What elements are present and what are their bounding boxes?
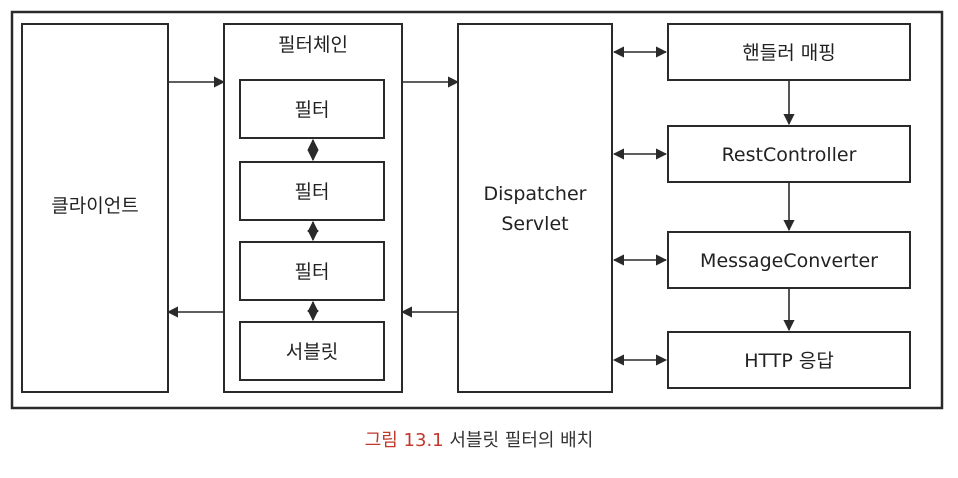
servlet-box	[239, 321, 385, 381]
servlet-label: 서블릿	[286, 341, 338, 363]
message-converter-label: MessageConverter	[700, 250, 878, 272]
dispatcher-servlet-box	[457, 23, 613, 393]
message-converter-box	[667, 231, 911, 289]
client-label: 클라이언트	[51, 195, 138, 217]
figure-number: 그림 13.1	[364, 430, 444, 451]
client-box	[21, 23, 169, 393]
http-response-label: HTTP 응답	[744, 350, 834, 372]
dispatcher-label-line1: Dispatcher	[484, 183, 587, 205]
rest-controller-label: RestController	[722, 144, 857, 166]
filter-chain-title: 필터체인	[278, 34, 348, 56]
handler-mapping-label: 핸들러 매핑	[742, 42, 835, 64]
dispatcher-label-line2: Servlet	[501, 213, 568, 235]
servlet-filter-diagram: 클라이언트 필터체인 필터 필터 필터 서블릿 Dispatcher Servl…	[10, 10, 944, 410]
handler-mapping-box	[667, 23, 911, 81]
filter-box-3	[239, 241, 385, 301]
filter-label-2: 필터	[295, 181, 330, 203]
filter-box-1	[239, 79, 385, 139]
filter-label-3: 필터	[295, 261, 330, 283]
http-response-box	[667, 331, 911, 389]
figure-caption-text: 서블릿 필터의 배치	[449, 430, 594, 451]
filter-box-2	[239, 161, 385, 221]
figure-caption: 그림 13.1 서블릿 필터의 배치	[0, 426, 958, 452]
filter-label-1: 필터	[295, 99, 330, 121]
